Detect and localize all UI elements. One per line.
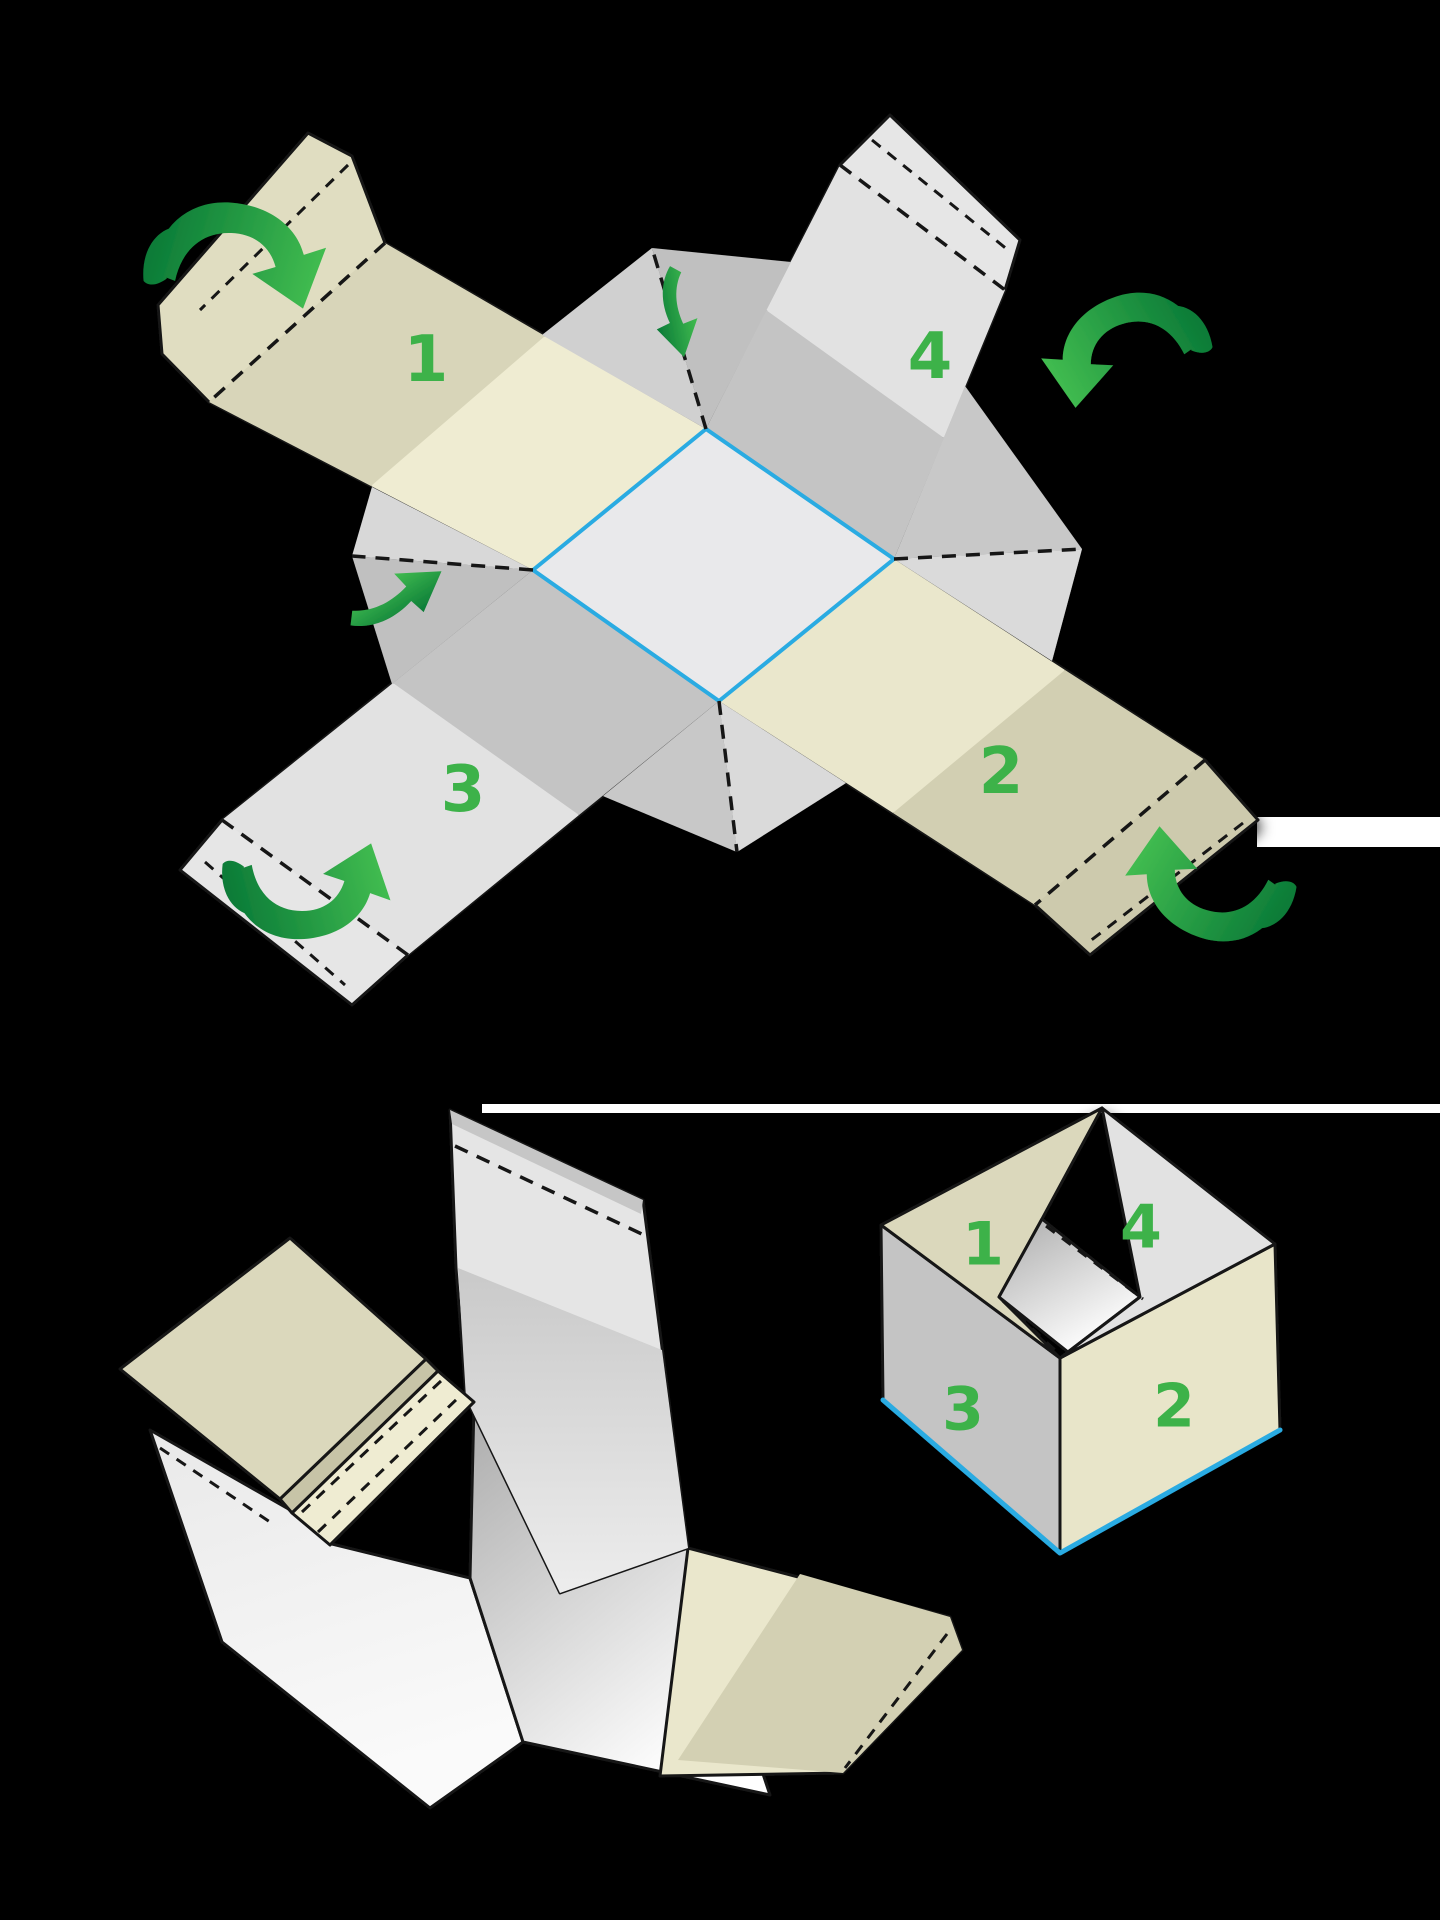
panel-3-inner-half [393, 570, 719, 815]
folded-cream-strip-dash-a [300, 1378, 444, 1514]
dash-center-right [893, 547, 1083, 561]
dash-center-bottom [717, 700, 739, 853]
folded-standing-panel-edge [450, 1110, 643, 1214]
panel-2-outer-half [893, 670, 1205, 905]
box-slit-dash-b [1001, 1299, 1059, 1354]
dash-tip-4 [871, 138, 1009, 252]
gusset-bottom-right [719, 701, 846, 852]
fold-arrow-icon-panel4 [1032, 263, 1218, 426]
flat-panel-2-label: 2 [979, 735, 1024, 809]
dash-tip-2 [1084, 821, 1244, 947]
panel-4-inner-half [706, 310, 944, 559]
panel-1-inner-half [371, 336, 706, 570]
dash-flap-4 [838, 163, 1007, 292]
folded-beige-flap [118, 1236, 428, 1501]
assembled-box-labels: 1 4 3 2 [942, 1193, 1195, 1445]
panel-2-inner-half [719, 559, 1065, 813]
folded-cream-strip [290, 1369, 476, 1547]
folded-box-figure [118, 1108, 964, 1810]
assembled-box-figure: 1 4 3 2 [879, 1106, 1283, 1556]
folded-beige-arm-tip-dash [843, 1633, 949, 1769]
gusset-left-lower [352, 556, 533, 684]
folded-cream-strip-dash-b [316, 1396, 460, 1534]
white-band-right [1257, 817, 1440, 847]
box-panel-4-label: 4 [1120, 1193, 1162, 1263]
flat-panel-4-label: 4 [908, 320, 953, 394]
panel-4-outer-half [766, 165, 1005, 438]
box-panel-2-label: 2 [1153, 1372, 1195, 1442]
dash-center-top [650, 247, 708, 430]
dash-flap-1 [207, 241, 387, 404]
folded-standing-panel-dash [454, 1144, 647, 1238]
gusset-right-lower [894, 549, 1082, 661]
panel-1-tip-half [209, 243, 545, 486]
box-slit-dash-a [1045, 1224, 1144, 1301]
panel-3-outer-half [222, 683, 579, 955]
gusset-top-right [652, 248, 791, 429]
box-panel-3-label: 3 [942, 1375, 984, 1445]
white-band-middle [482, 1104, 1440, 1113]
box-panel-1-label: 1 [962, 1210, 1004, 1280]
white-artifact-bands [482, 817, 1440, 1113]
dash-center-left [351, 554, 534, 572]
box-bottom-cyan-edges [880, 1397, 1283, 1556]
flat-template: 1 4 3 2 [138, 113, 1302, 1007]
flat-panel-3-label: 3 [441, 753, 486, 827]
box-top-flap-4 [1058, 1106, 1277, 1360]
flat-template-labels: 1 4 3 2 [404, 320, 1024, 827]
gusset-right-upper [894, 386, 1082, 559]
folded-beige-arm-dark-half [678, 1574, 962, 1773]
folded-underflap-dash [159, 1446, 271, 1524]
folded-standing-panel-lower [458, 1268, 688, 1593]
flat-panel-1-label: 1 [404, 323, 449, 397]
gusset-left-upper [352, 487, 533, 570]
gusset-bottom-left [603, 701, 737, 852]
dash-flap-2 [1033, 758, 1207, 907]
